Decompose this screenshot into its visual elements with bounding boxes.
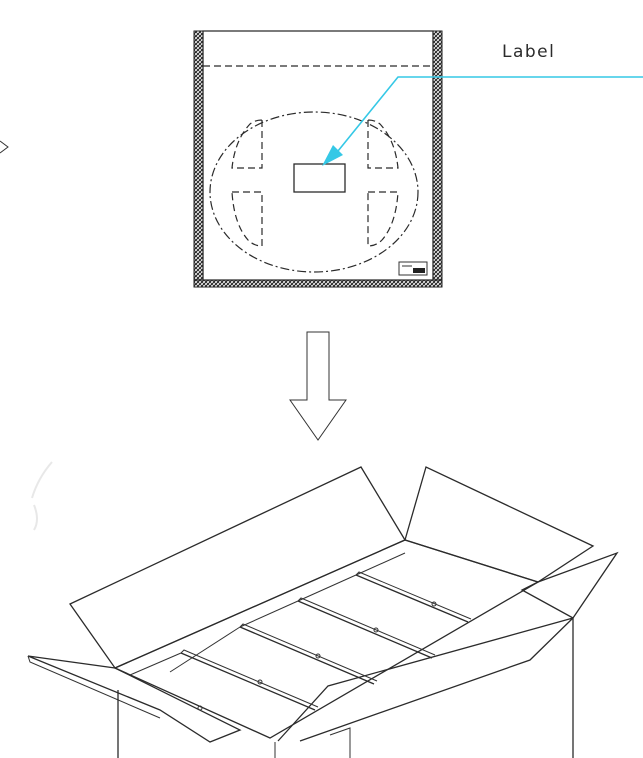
- left-edge-arrow-fragment: [0, 140, 9, 154]
- reel-edge-2: [239, 626, 375, 685]
- reel-stack: [129, 552, 472, 711]
- bag-inner-outline: [202, 30, 434, 281]
- carton-flap-front-right: [277, 617, 574, 742]
- reel-outline: [209, 111, 419, 273]
- reel-window-top-right: [367, 119, 399, 169]
- carton-back-flap-left: [69, 466, 406, 669]
- reel-window-top-left: [231, 119, 263, 169]
- label-leader-line: [337, 76, 643, 152]
- bag-bottom-wall: [193, 279, 443, 288]
- reel-window-bottom-left: [231, 191, 263, 247]
- carton-flap-front-left: [27, 655, 242, 743]
- carton-flap-right: [520, 551, 619, 619]
- faint-sketch-mark: [31, 461, 53, 531]
- down-arrow: [289, 331, 347, 441]
- bag-left-wall: [193, 30, 204, 288]
- label-callout: Label: [322, 42, 643, 166]
- reel-window-bottom-right: [367, 191, 399, 247]
- bag-right-wall: [432, 30, 443, 288]
- label-area: [293, 163, 346, 193]
- carton-rim: [113, 539, 540, 739]
- open-carton: [27, 466, 619, 758]
- label-callout-text: Label: [502, 42, 555, 62]
- label-leader-arrowhead: [322, 145, 343, 166]
- reel-edge-1: [180, 652, 316, 711]
- reel-bag-top-view: [193, 30, 443, 288]
- carton-front-edge: [329, 727, 351, 758]
- reel-edge-4: [355, 574, 469, 623]
- carton-back-flap-right: [404, 466, 595, 583]
- small-label-icon: [398, 261, 428, 276]
- reel-edge-3: [297, 600, 433, 659]
